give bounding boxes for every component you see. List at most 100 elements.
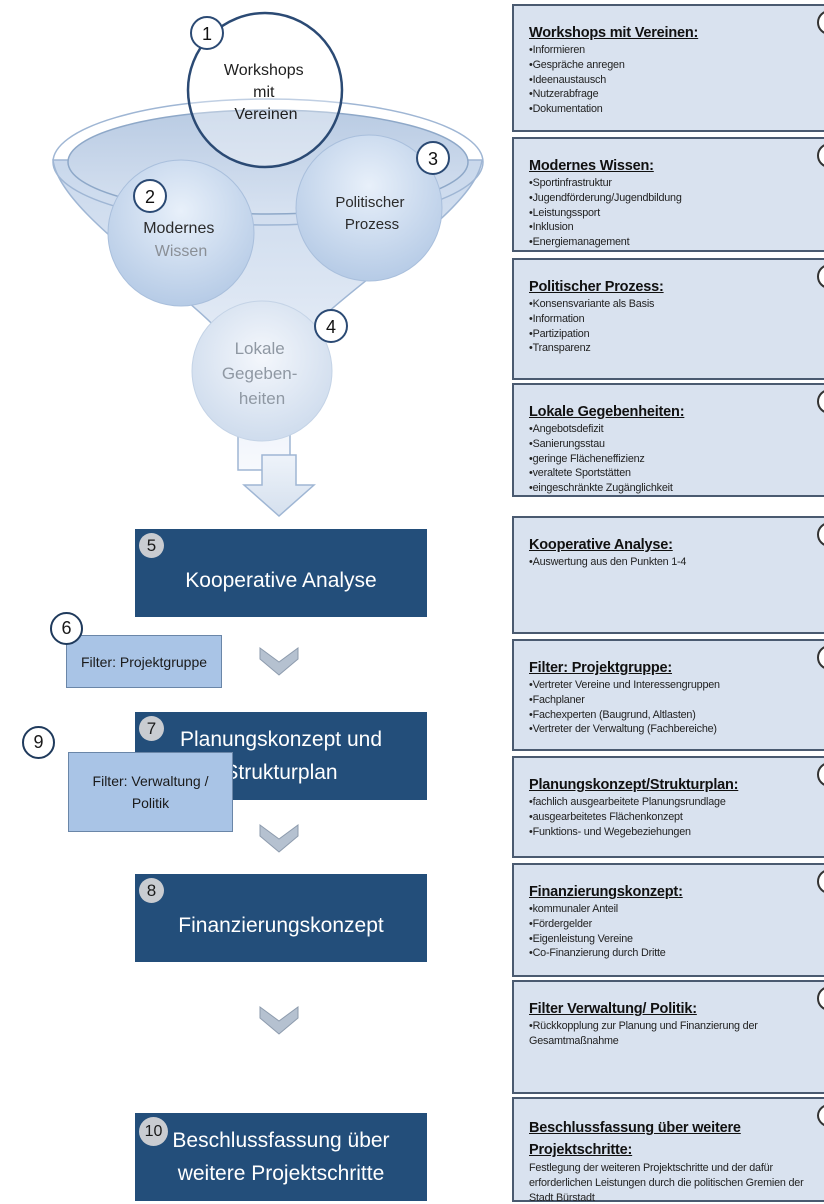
list-item: •geringe Flächeneffizienz (529, 452, 645, 465)
funnel-diagram: Lokale Gegeben- heiten Modernes Wissen P… (52, 11, 484, 518)
info-9-title: Filter Verwaltung/ Politik: (529, 1001, 697, 1017)
info-box-kooperative-analyse: 5 Kooperative Analyse: •Auswertung aus d… (512, 516, 824, 634)
list-item: •Nutzerabfrage (529, 88, 599, 101)
list-item: •Konsensvariante als Basis (529, 298, 655, 310)
funnel-badge-2: 2 (133, 179, 167, 213)
step-10-line-1: Beschlussfassung über (172, 1129, 390, 1152)
list-item: •Fördergelder (529, 917, 592, 930)
info-box-lokale-gegebenheiten: 4 Lokale Gegebenheiten: •Angebotsdefizit… (512, 383, 824, 497)
ball-1-line-3: Vereinen (234, 106, 297, 123)
info-10-text: Festlegung der weiteren Projektschritte … (529, 1162, 804, 1204)
svg-text:Modernes Wissen: Modernes Wissen (143, 220, 219, 260)
filter-9-line-1: Filter: Verwaltung / (92, 773, 209, 789)
filter-9-line-2: Politik (131, 795, 170, 811)
ball-2-line-2: Wissen (155, 243, 207, 260)
list-item: •Sportinfrastruktur (529, 177, 612, 189)
info-6-title: Filter: Projektgruppe: (529, 660, 673, 676)
list-item: •Fachexperten (Baugrund, Altlasten) (529, 708, 696, 721)
funnel-down-arrow (242, 454, 316, 518)
list-item: •veraltete Sportstätten (529, 467, 631, 480)
list-item: •Jugendförderung/Jugendbildung (529, 191, 682, 204)
info-10-title: Beschlussfassung über weitere Projektsch… (529, 1120, 741, 1158)
ball-workshops-mit-vereinen: Workshops mit Vereinen (186, 11, 344, 169)
ball-4-line-3: heiten (239, 389, 285, 408)
chevron-down-icon (259, 647, 299, 676)
ball-4-line-2: Gegeben- (222, 364, 298, 383)
list-item: •Funktions- und Wegebeziehungen (529, 825, 691, 838)
list-item: •Vertreter Vereine und Interessengruppen (529, 679, 720, 691)
info-box-filter-verwaltung: 9 Filter Verwaltung/ Politik: •Rückkoppl… (512, 980, 824, 1094)
ball-3-line-2: Prozess (345, 216, 399, 233)
info-box-workshops: 1 Workshops mit Vereinen: •Informieren •… (512, 4, 824, 132)
filter-6-label: Filter: Projektgruppe (80, 653, 208, 670)
step-8-badge: 8 (139, 878, 164, 903)
info-box-filter-projektgruppe: 6 Filter: Projektgruppe: •Vertreter Vere… (512, 639, 824, 751)
list-item: •Inklusion (529, 221, 574, 234)
ball-politischer-prozess: Politischer Prozess (295, 134, 443, 282)
list-item: •eingeschränkte Zugänglichkeit (529, 482, 673, 495)
filter-9-badge: 9 (22, 726, 55, 759)
list-item: •fachlich ausgearbeitete Planungsrundlag… (529, 796, 726, 808)
svg-text:Lokale Gegeben- he: Lokale Gegeben- heiten (222, 339, 302, 408)
list-item: •Leistungssport (529, 206, 601, 219)
info-box-finanzierungskonzept: 8 Finanzierungskonzept: •kommunaler Ante… (512, 863, 824, 977)
ball-4-line-1: Lokale (235, 339, 285, 358)
info-3-title: Politischer Prozess: (529, 279, 664, 295)
list-item: •Energiemanagement (529, 236, 630, 249)
list-item: •Information (529, 312, 585, 325)
step-7-line-2: Strukturplan (224, 761, 338, 784)
ball-lokale-gegebenheiten: Lokale Gegeben- heiten (191, 300, 333, 442)
filter-projektgruppe: Filter: Projektgruppe (66, 635, 222, 688)
svg-text:4: 4 (326, 317, 336, 337)
info-5-title: Kooperative Analyse: (529, 537, 673, 553)
info-7-title: Planungskonzept/Strukturplan: (529, 777, 739, 793)
info-9-text: •Rückkopplung zur Planung und Finanzieru… (529, 1020, 758, 1047)
ball-1-line-1: Workshops (224, 62, 304, 79)
info-box-politischer-prozess: 3 Politischer Prozess: •Konsensvariante … (512, 258, 824, 380)
list-item: •Co-Finanzierung durch Dritte (529, 947, 666, 960)
list-item: •Fachplaner (529, 693, 585, 706)
svg-text:3: 3 (428, 149, 438, 169)
filter-verwaltung-politik: Filter: Verwaltung / Politik (68, 752, 233, 832)
list-item: •Gespräche anregen (529, 58, 625, 71)
info-box-modernes-wissen: 2 Modernes Wissen: •Sportinfrastruktur •… (512, 137, 824, 252)
step-10-line-2: weitere Projektschritte (177, 1162, 385, 1185)
ball-3-line-1: Politischer (335, 194, 404, 211)
funnel-rim (52, 98, 484, 226)
funnel-badge-1: 1 (190, 16, 224, 50)
list-item: •Dokumentation (529, 103, 603, 116)
list-item: •Partizipation (529, 327, 590, 340)
svg-text:1: 1 (202, 24, 212, 44)
info-2-title: Modernes Wissen: (529, 158, 654, 174)
ball-modernes-wissen: Modernes Wissen (107, 159, 255, 307)
funnel-badge-4: 4 (314, 309, 348, 343)
list-item: •ausgearbeitetes Flächenkonzept (529, 810, 683, 823)
ball-2-line-1: Modernes (143, 220, 214, 237)
step-8-label: Finanzierungskonzept (178, 913, 384, 937)
list-item: •Informieren (529, 44, 585, 56)
list-item: •Ideenaustausch (529, 73, 607, 86)
filter-6-badge: 6 (50, 612, 83, 645)
svg-text:2: 2 (145, 187, 155, 207)
step-7-badge: 7 (139, 716, 164, 741)
list-item: •Vertreter der Verwaltung (Fachbereiche) (529, 723, 717, 736)
svg-text:Workshops mit Vere: Workshops mit Vereinen (224, 62, 308, 123)
step-kooperative-analyse: 5 Kooperative Analyse (135, 529, 427, 617)
list-item: •Sanierungsstau (529, 437, 605, 450)
chevron-down-icon (259, 824, 299, 853)
list-item: •Transparenz (529, 342, 591, 355)
info-8-title: Finanzierungskonzept: (529, 884, 683, 900)
step-10-badge: 10 (139, 1117, 168, 1146)
info-1-title: Workshops mit Vereinen: (529, 25, 699, 41)
list-item: •Auswertung aus den Punkten 1-4 (529, 556, 687, 568)
info-4-title: Lokale Gegebenheiten: (529, 404, 685, 420)
step-5-label: Kooperative Analyse (185, 568, 377, 592)
svg-text:Politischer Prozess: Politischer Prozess (335, 194, 408, 233)
step-finanzierungskonzept: 8 Finanzierungskonzept (135, 874, 427, 962)
info-box-beschlussfassung: 10 Beschlussfassung über weitere Projekt… (512, 1097, 824, 1204)
list-item: •kommunaler Anteil (529, 903, 618, 915)
chevron-down-icon (259, 1006, 299, 1035)
list-item: •Eigenleistung Vereine (529, 932, 633, 945)
list-item: •Angebotsdefizit (529, 423, 604, 435)
step-7-line-1: Planungskonzept und (180, 728, 382, 751)
